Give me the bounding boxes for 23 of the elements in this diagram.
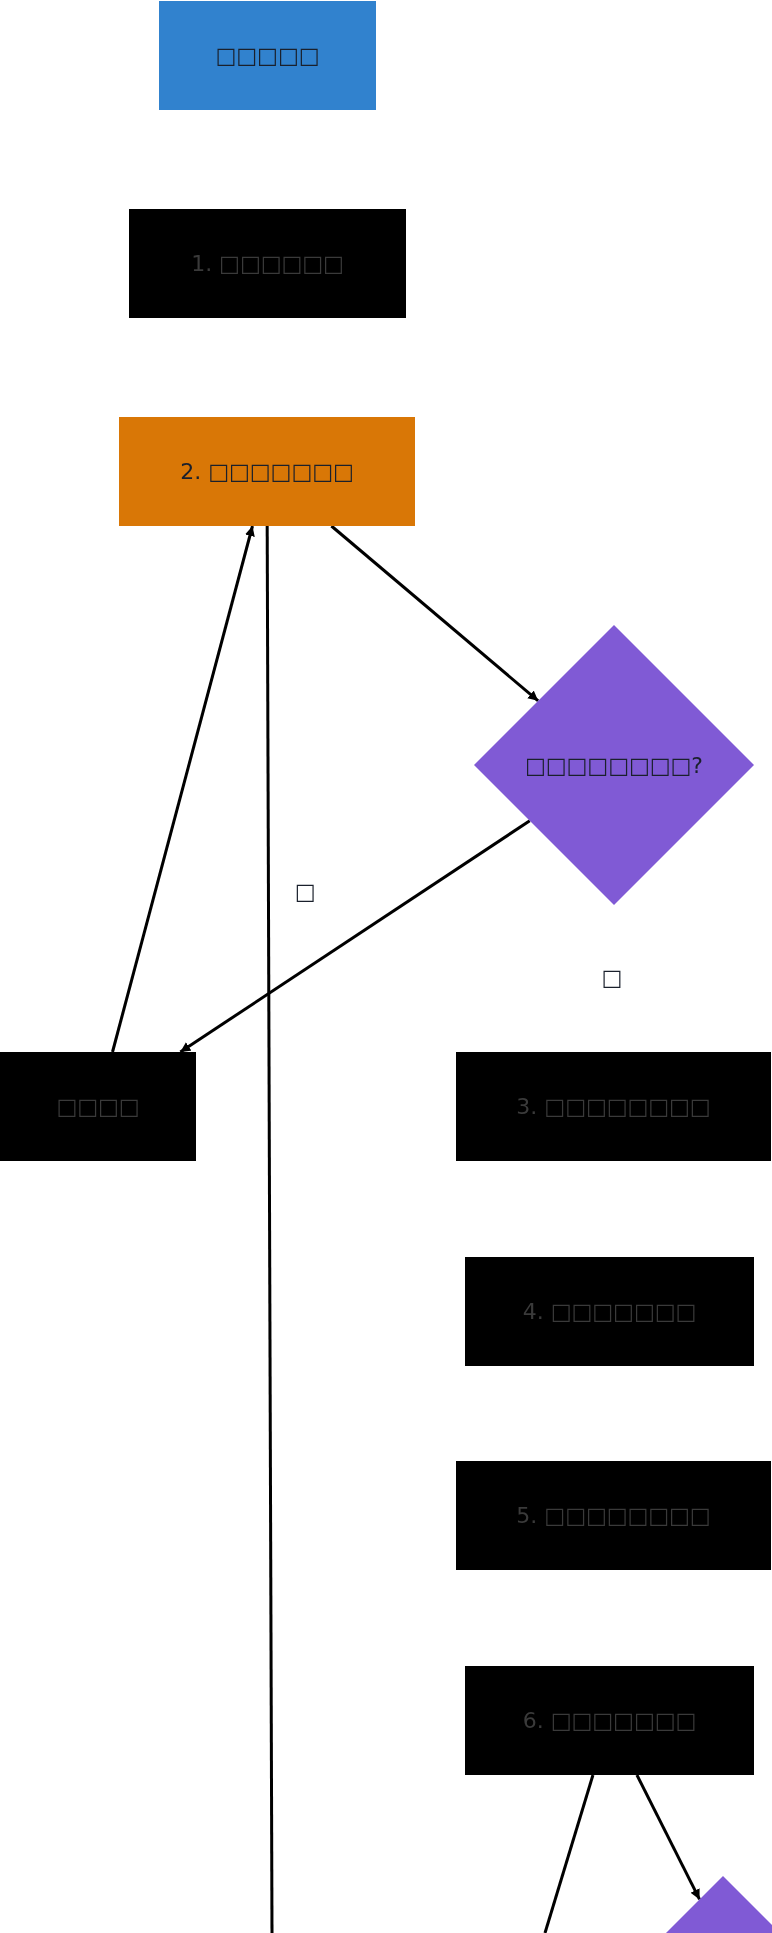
step-text: 3. □□□□□□□□ [516, 1093, 711, 1121]
step-text: 5. □□□□□□□□ [516, 1502, 711, 1530]
decision-text: □□□□□□□□? [525, 751, 703, 780]
process-box [129, 209, 406, 318]
arrow [330, 524, 540, 702]
decision-diamond [474, 625, 754, 905]
arrow [635, 1774, 701, 1901]
process-box [159, 1, 376, 110]
step-text: □□□□ [56, 1093, 140, 1121]
process-box [456, 1461, 771, 1570]
step-text: 4. □□□□□□□ [522, 1298, 697, 1326]
step-text: 2. □□□□□□□ [180, 458, 354, 486]
step-text: □□□□□ [215, 42, 320, 70]
process-box [465, 1257, 754, 1366]
arrow [111, 525, 255, 1053]
step-text: 6. □□□□□□□ [522, 1707, 697, 1735]
process-box [0, 1052, 196, 1161]
process-box [465, 1666, 754, 1775]
step-text: 1. □□□□□□ [191, 250, 344, 278]
branch-label: □ [601, 963, 623, 992]
process-box [119, 417, 415, 526]
process-box [456, 1052, 771, 1161]
arrow [179, 819, 531, 1054]
